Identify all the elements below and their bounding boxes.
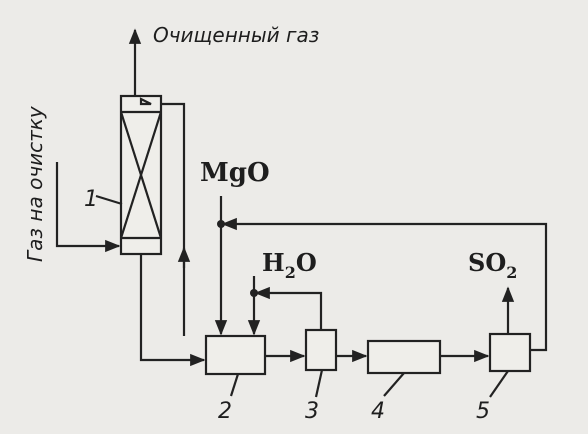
unit-5-box <box>488 332 532 373</box>
unit-5-number: 5 <box>476 399 490 424</box>
recycle-to-column-line <box>161 102 186 336</box>
unit-2-box <box>204 334 267 376</box>
column-to-mixer-line <box>139 254 206 367</box>
gas-inlet-line <box>55 162 121 253</box>
h2o-from-unit-3-line <box>254 286 323 330</box>
absorber-column <box>119 94 163 256</box>
unit-1-number: 1 <box>84 187 98 212</box>
so2-label: SO2 <box>468 248 517 282</box>
unit-3-number: 3 <box>305 399 319 424</box>
recycle-5-line <box>221 217 548 352</box>
unit-2-number: 2 <box>218 399 232 424</box>
unit-4-number: 4 <box>371 399 385 424</box>
h2o-label: H2O <box>262 248 317 282</box>
gas-inlet-label: Газ на очистку <box>23 105 47 262</box>
clean-gas-label: Очищенный газ <box>153 23 319 47</box>
unit-3-box <box>304 328 338 372</box>
unit-4-box <box>366 339 442 375</box>
mgo-label: MgO <box>200 158 270 188</box>
